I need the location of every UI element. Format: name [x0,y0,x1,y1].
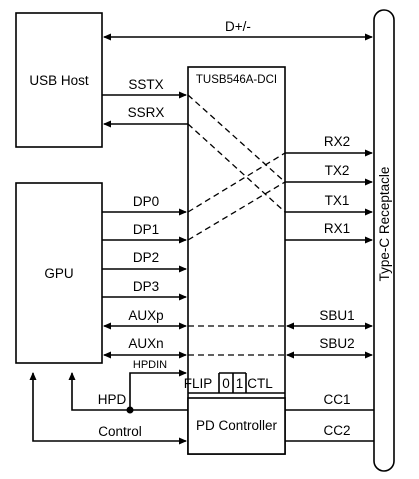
rx1-label: RX1 [324,221,350,236]
auxn-label: AUXn [128,336,163,351]
chip-label: TUSB546A-DCI [196,74,277,86]
internal-route-dp0-rx2 [187,152,286,213]
dp1-label: DP1 [133,222,159,237]
tx1-label: TX1 [325,193,350,208]
dp2-label: DP2 [133,250,159,265]
dp3-label: DP3 [133,279,159,294]
control-label: Control [98,424,142,439]
type-c-receptacle-label: Type-C Receptacle [377,167,392,282]
auxp-label: AUXp [128,308,163,323]
chip-block [187,66,286,455]
pd-controller-label: PD Controller [196,418,278,433]
gpu-label: GPU [44,266,73,281]
hpdin-line [129,369,187,410]
sstx-label: SSTX [128,77,163,92]
dp0-label: DP0 [133,194,159,209]
internal-route-ssrx-tx1 [187,123,286,213]
rx2-label: RX2 [324,134,350,149]
dplus-minus-label: D+/- [225,19,251,34]
internal-route-dp1-tx2 [187,181,286,241]
internal-route-sstx-tx2 [187,94,286,183]
ctl-pin-label: CTL [247,376,273,391]
hpd-label: HPD [98,392,127,407]
sbu2-label: SBU2 [319,336,354,351]
hpdin-label: HPDIN [133,359,167,371]
control-line [29,372,187,445]
type-c-receptacle [373,9,395,472]
pd-controller-block [187,397,286,455]
gpu-block [15,182,103,364]
ssrx-label: SSRX [128,105,165,120]
usb-host-label: USB Host [29,73,89,88]
pin-0-label: 0 [222,376,230,391]
cc1-label: CC1 [323,392,350,407]
usb-host-block [15,12,103,148]
cc2-label: CC2 [323,423,350,438]
tx2-label: TX2 [325,163,350,178]
pin-1-label: 1 [236,376,244,391]
sbu1-label: SBU1 [319,308,354,323]
flip-pin-label: FLIP [184,376,213,391]
